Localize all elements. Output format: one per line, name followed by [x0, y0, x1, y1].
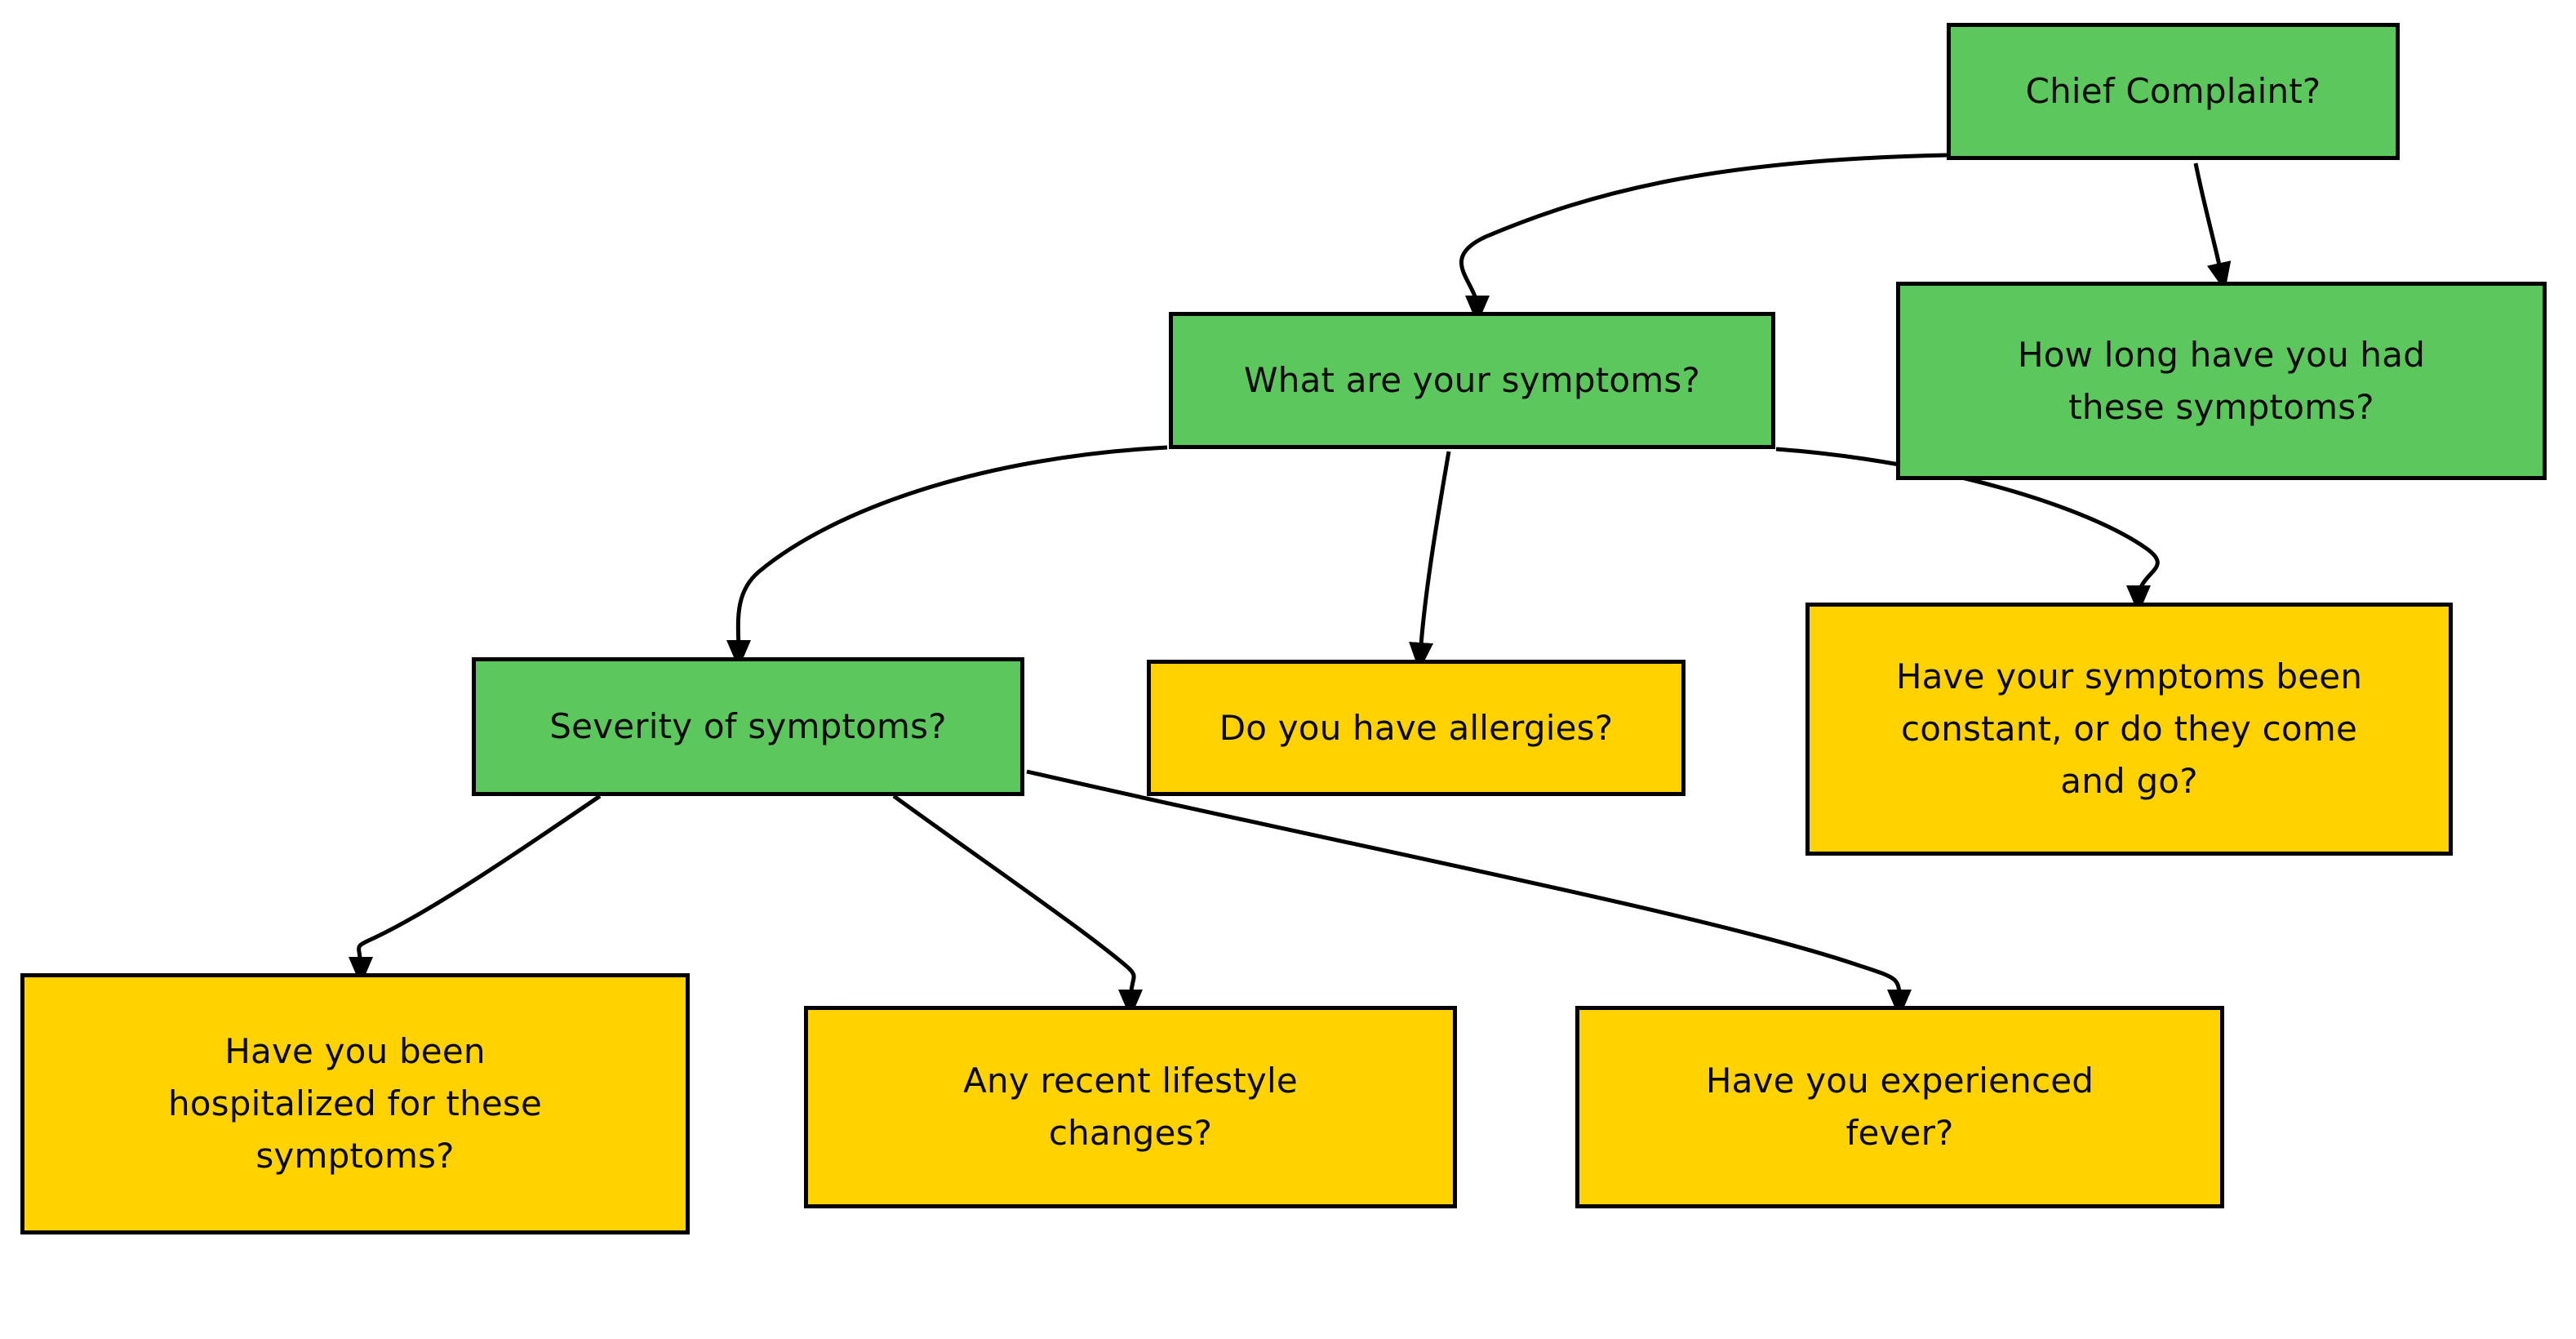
node-chief-complaint[interactable]: Chief Complaint?: [1947, 23, 2400, 160]
node-label-recent-lifestyle-changes: Any recent lifestyle changes?: [963, 1061, 1298, 1153]
node-label-what-are-your-symptoms: What are your symptoms?: [1244, 360, 1700, 401]
edge-chief-to-how-long: [2193, 162, 2232, 291]
node-label-chief-complaint: Chief Complaint?: [2025, 71, 2321, 112]
node-label-severity-of-symptoms: Severity of symptoms?: [549, 706, 947, 747]
node-hospitalized-for-symptoms[interactable]: Have you been hospitalized for these sym…: [20, 973, 690, 1234]
edge-symptoms-to-severity: [726, 445, 1168, 669]
node-label-experienced-fever: Have you experienced fever?: [1705, 1061, 2094, 1153]
node-label-do-you-have-allergies: Do you have allergies?: [1219, 707, 1614, 748]
edge-severity-to-fever: [1026, 769, 1912, 1018]
node-what-are-your-symptoms[interactable]: What are your symptoms?: [1169, 312, 1775, 449]
node-do-you-have-allergies[interactable]: Do you have allergies?: [1147, 660, 1686, 796]
node-recent-lifestyle-changes[interactable]: Any recent lifestyle changes?: [804, 1006, 1457, 1208]
edge-symptoms-to-allergies: [1409, 451, 1451, 671]
node-label-how-long-symptoms: How long have you had these symptoms?: [2017, 334, 2426, 427]
node-severity-of-symptoms[interactable]: Severity of symptoms?: [472, 657, 1024, 796]
node-experienced-fever[interactable]: Have you experienced fever?: [1575, 1006, 2224, 1208]
node-symptoms-constant-or-come-and-go[interactable]: Have your symptoms been constant, or do …: [1805, 603, 2453, 856]
edge-chief-to-symptoms: [1459, 153, 1948, 324]
node-label-symptoms-constant-or-come-and-go: Have your symptoms been constant, or do …: [1895, 656, 2363, 801]
edge-severity-to-lifestyle: [892, 794, 1144, 1018]
node-how-long-symptoms[interactable]: How long have you had these symptoms?: [1896, 282, 2547, 480]
node-label-hospitalized-for-symptoms: Have you been hospitalized for these sym…: [167, 1031, 543, 1176]
edge-severity-to-hospitalized: [348, 794, 602, 985]
